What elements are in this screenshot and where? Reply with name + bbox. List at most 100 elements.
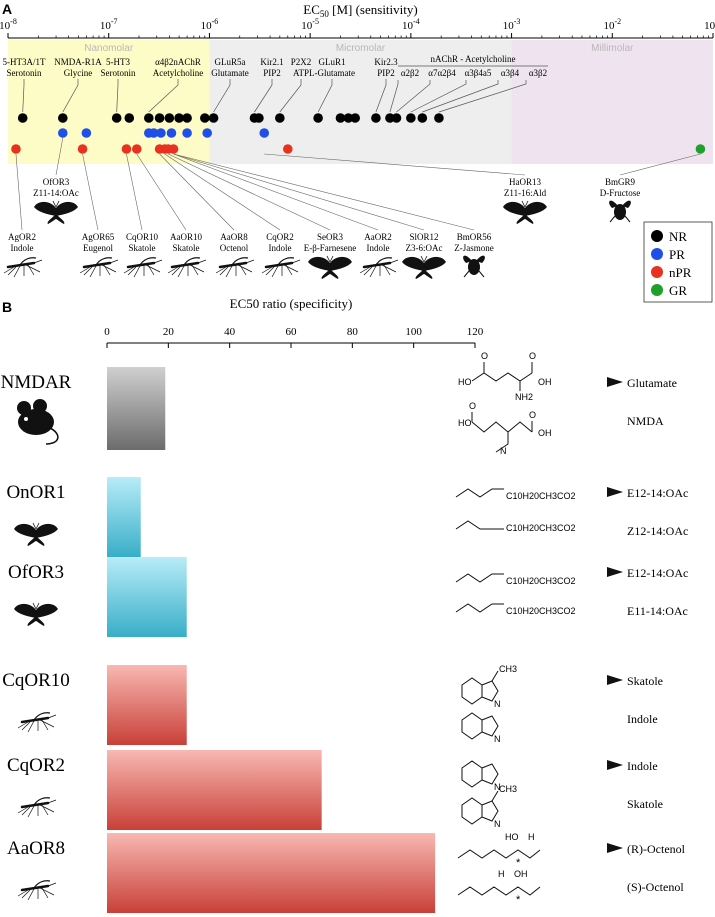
connector-line [82, 153, 99, 231]
x-tick-label: 10-1 [704, 17, 715, 32]
tick-exponent: -8 [10, 17, 17, 26]
moth-antenna [423, 255, 428, 263]
receptor-label-cqor2: CqOR2 [7, 755, 65, 776]
legend-label-gr: GR [669, 283, 687, 298]
legend-swatch-pr [651, 248, 663, 260]
mosquito-leg [363, 266, 373, 276]
structure-atom-label: O [529, 410, 536, 420]
x-tick-label-b: 40 [224, 326, 236, 338]
connector-line [55, 137, 64, 176]
preferred-ligand-arrow-icon [607, 675, 623, 685]
mosquito-proboscis [197, 259, 207, 264]
bottom-label-aaor8-line: AaOR8 [220, 232, 248, 242]
axis-title-part: 50 [320, 9, 330, 19]
point-gr [695, 144, 706, 154]
mosquito-leg [189, 264, 205, 273]
insect-moth-icon [402, 255, 446, 279]
ester-formula-label: C10H20CH3CO2 [506, 576, 576, 586]
indole-struct-2-benzene [461, 760, 483, 788]
x-tick-label-b: 80 [347, 326, 359, 338]
mosquito-leg [123, 266, 135, 274]
moth-wings [503, 201, 547, 216]
structure-atom-label: OH [538, 377, 552, 387]
moth-wings [402, 256, 446, 271]
top-label-5-ht3-line: 5-HT3 [106, 57, 130, 67]
ligand-label-e11-14-oac: E11-14:OAc [627, 604, 688, 618]
connector-line [148, 79, 179, 113]
receptor-label-nmdar: NMDAR [1, 372, 72, 393]
mosquito-wing [231, 257, 249, 266]
structure-atom-label: H [498, 869, 505, 879]
legend-label-pr: PR [669, 247, 685, 262]
bar-nmdar [107, 367, 166, 450]
x-tick-label: 10-2 [603, 17, 621, 32]
region-label-nanomolar: Nanomolar [84, 43, 134, 54]
ligand-label-s-octenol: (S)-Octenol [627, 880, 684, 894]
bee-wing [622, 200, 631, 208]
mosquito-leg [271, 265, 279, 278]
tick-base: 10 [0, 20, 11, 32]
x-tick-label-b: 100 [405, 326, 422, 338]
point-nr [350, 113, 360, 123]
structure-atom-label: HO [458, 377, 472, 387]
moth-wings [308, 256, 352, 271]
mouse-ear [33, 399, 47, 413]
connector-line [126, 153, 143, 231]
point-pr [81, 128, 92, 138]
mosquito-wing [95, 257, 113, 266]
structure-atom-label: O [469, 401, 476, 411]
bottom-label-cqor2-line: Indole [269, 243, 292, 253]
bottom-label-cqor10-line: Skatole [129, 243, 156, 253]
moth-wings [34, 201, 78, 216]
mosquito-proboscis [153, 259, 163, 264]
mosquito-leg [145, 264, 161, 273]
point-nr [275, 113, 285, 123]
point-nr [391, 113, 402, 123]
ester-z12 [455, 520, 504, 530]
structure-atom-label: HO [505, 832, 519, 842]
connector-line [422, 80, 499, 113]
top-label-4-2nachr-line: Acetylcholine [153, 68, 203, 78]
tick-exponent: -5 [312, 17, 319, 26]
mouse-tail [45, 427, 59, 445]
bottom-label-haor13-line: Z11-16:Ald [504, 188, 547, 198]
ester-e12 [455, 488, 504, 498]
axis-title-part: [M] (sensitivity) [329, 2, 418, 17]
x-tick-label: 10-4 [402, 17, 420, 32]
mosquito-body [264, 261, 294, 269]
top-label-5-ht3a-1t-line: Serotonin [7, 68, 42, 78]
mosquito-wing [33, 712, 51, 721]
point-nr [406, 113, 416, 123]
mosquito-leg [39, 804, 55, 813]
structure-n-label: N [494, 734, 501, 744]
moth-antenna [524, 200, 529, 208]
bar-aaor8 [107, 833, 436, 913]
top-label-kir2-3-line: Kir2.3 [374, 57, 398, 67]
structure-chiral-star: * [516, 857, 521, 869]
tick-base: 10 [503, 20, 515, 32]
mosquito-proboscis [109, 259, 119, 264]
bar-ofor3 [107, 557, 187, 637]
mosquito-leg [21, 889, 31, 899]
ligand-label-glutamate: Glutamate [627, 376, 677, 390]
connector-line [375, 79, 387, 113]
point-npr [131, 144, 142, 154]
insect-bee-icon [609, 200, 631, 223]
mosquito-body [20, 716, 50, 724]
bee-body [468, 259, 480, 275]
bottom-label-cqor10-line: CqOR10 [126, 232, 159, 242]
point-npr [11, 144, 21, 154]
bar-onor1 [107, 477, 141, 557]
mosquito-leg [219, 266, 229, 276]
indole-struct-2-pyrrole [481, 763, 499, 785]
mosquito-leg [25, 264, 41, 273]
indole-struct-benzene [461, 712, 483, 740]
bottom-label-agor2-line: Indole [11, 243, 34, 253]
chemical-structures: HOONH2OOHHOONOOHC10H20CH3CO2C10H20CH3CO2… [455, 351, 576, 906]
connector-line [173, 153, 425, 231]
region-micromolar [209, 40, 512, 164]
moth-hindwings [321, 269, 339, 279]
structure-atom-label: O [481, 351, 488, 361]
